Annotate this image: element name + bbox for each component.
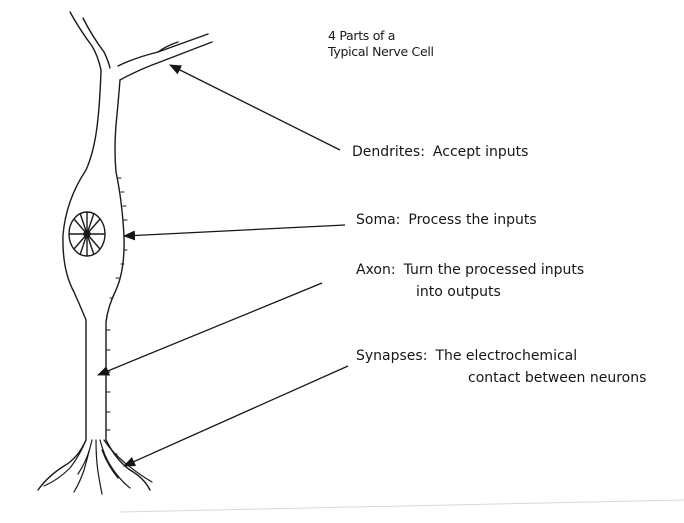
page-edge: [120, 500, 684, 512]
label-dendrites-term: Dendrites: [352, 142, 420, 162]
arrow-soma: [124, 225, 345, 236]
label-soma: Soma: Process the inputs: [356, 210, 537, 230]
dendrite-twig: [158, 42, 178, 52]
label-synapses-separator: :: [423, 346, 428, 366]
diagram-title-line-1: 4 Parts of a: [328, 28, 395, 44]
label-soma-separator: :: [396, 210, 401, 230]
pointer-arrows: [98, 65, 348, 466]
label-synapses: Synapses:The electrochemical contact bet…: [356, 346, 577, 366]
diagram-title-line-2: Typical Nerve Cell: [328, 44, 434, 60]
arrow-dendrites: [170, 65, 340, 150]
neuron-left-contour: [38, 70, 101, 490]
dendrite-branch-left-inner: [83, 18, 110, 68]
neuron-right-contour: [106, 80, 150, 490]
label-synapses-desc-line-2: contact between neurons: [468, 368, 646, 388]
label-dendrites-desc: Accept inputs: [433, 142, 528, 162]
arrow-synapses: [124, 366, 348, 466]
neuron-outline: [38, 12, 212, 494]
label-dendrites-separator: :: [420, 142, 425, 162]
label-dendrites: Dendrites: Accept inputs: [352, 142, 528, 162]
membrane-ticks: [107, 178, 127, 454]
label-axon-term: Axon: [356, 260, 391, 280]
label-axon: Axon:Turn the processed inputs into outp…: [356, 260, 584, 280]
label-axon-desc-line-1: Turn the processed inputs: [404, 260, 585, 280]
label-synapses-desc-line-1: The electrochemical: [435, 346, 577, 366]
label-synapses-term: Synapses: [356, 346, 423, 366]
label-soma-desc: Process the inputs: [408, 210, 536, 230]
label-axon-separator: :: [391, 260, 396, 280]
label-axon-desc-line-2: into outputs: [416, 282, 501, 302]
label-soma-term: Soma: [356, 210, 396, 230]
axon-terminal-roots: [44, 440, 152, 494]
nucleus: [69, 212, 105, 256]
arrow-axon: [98, 283, 322, 375]
